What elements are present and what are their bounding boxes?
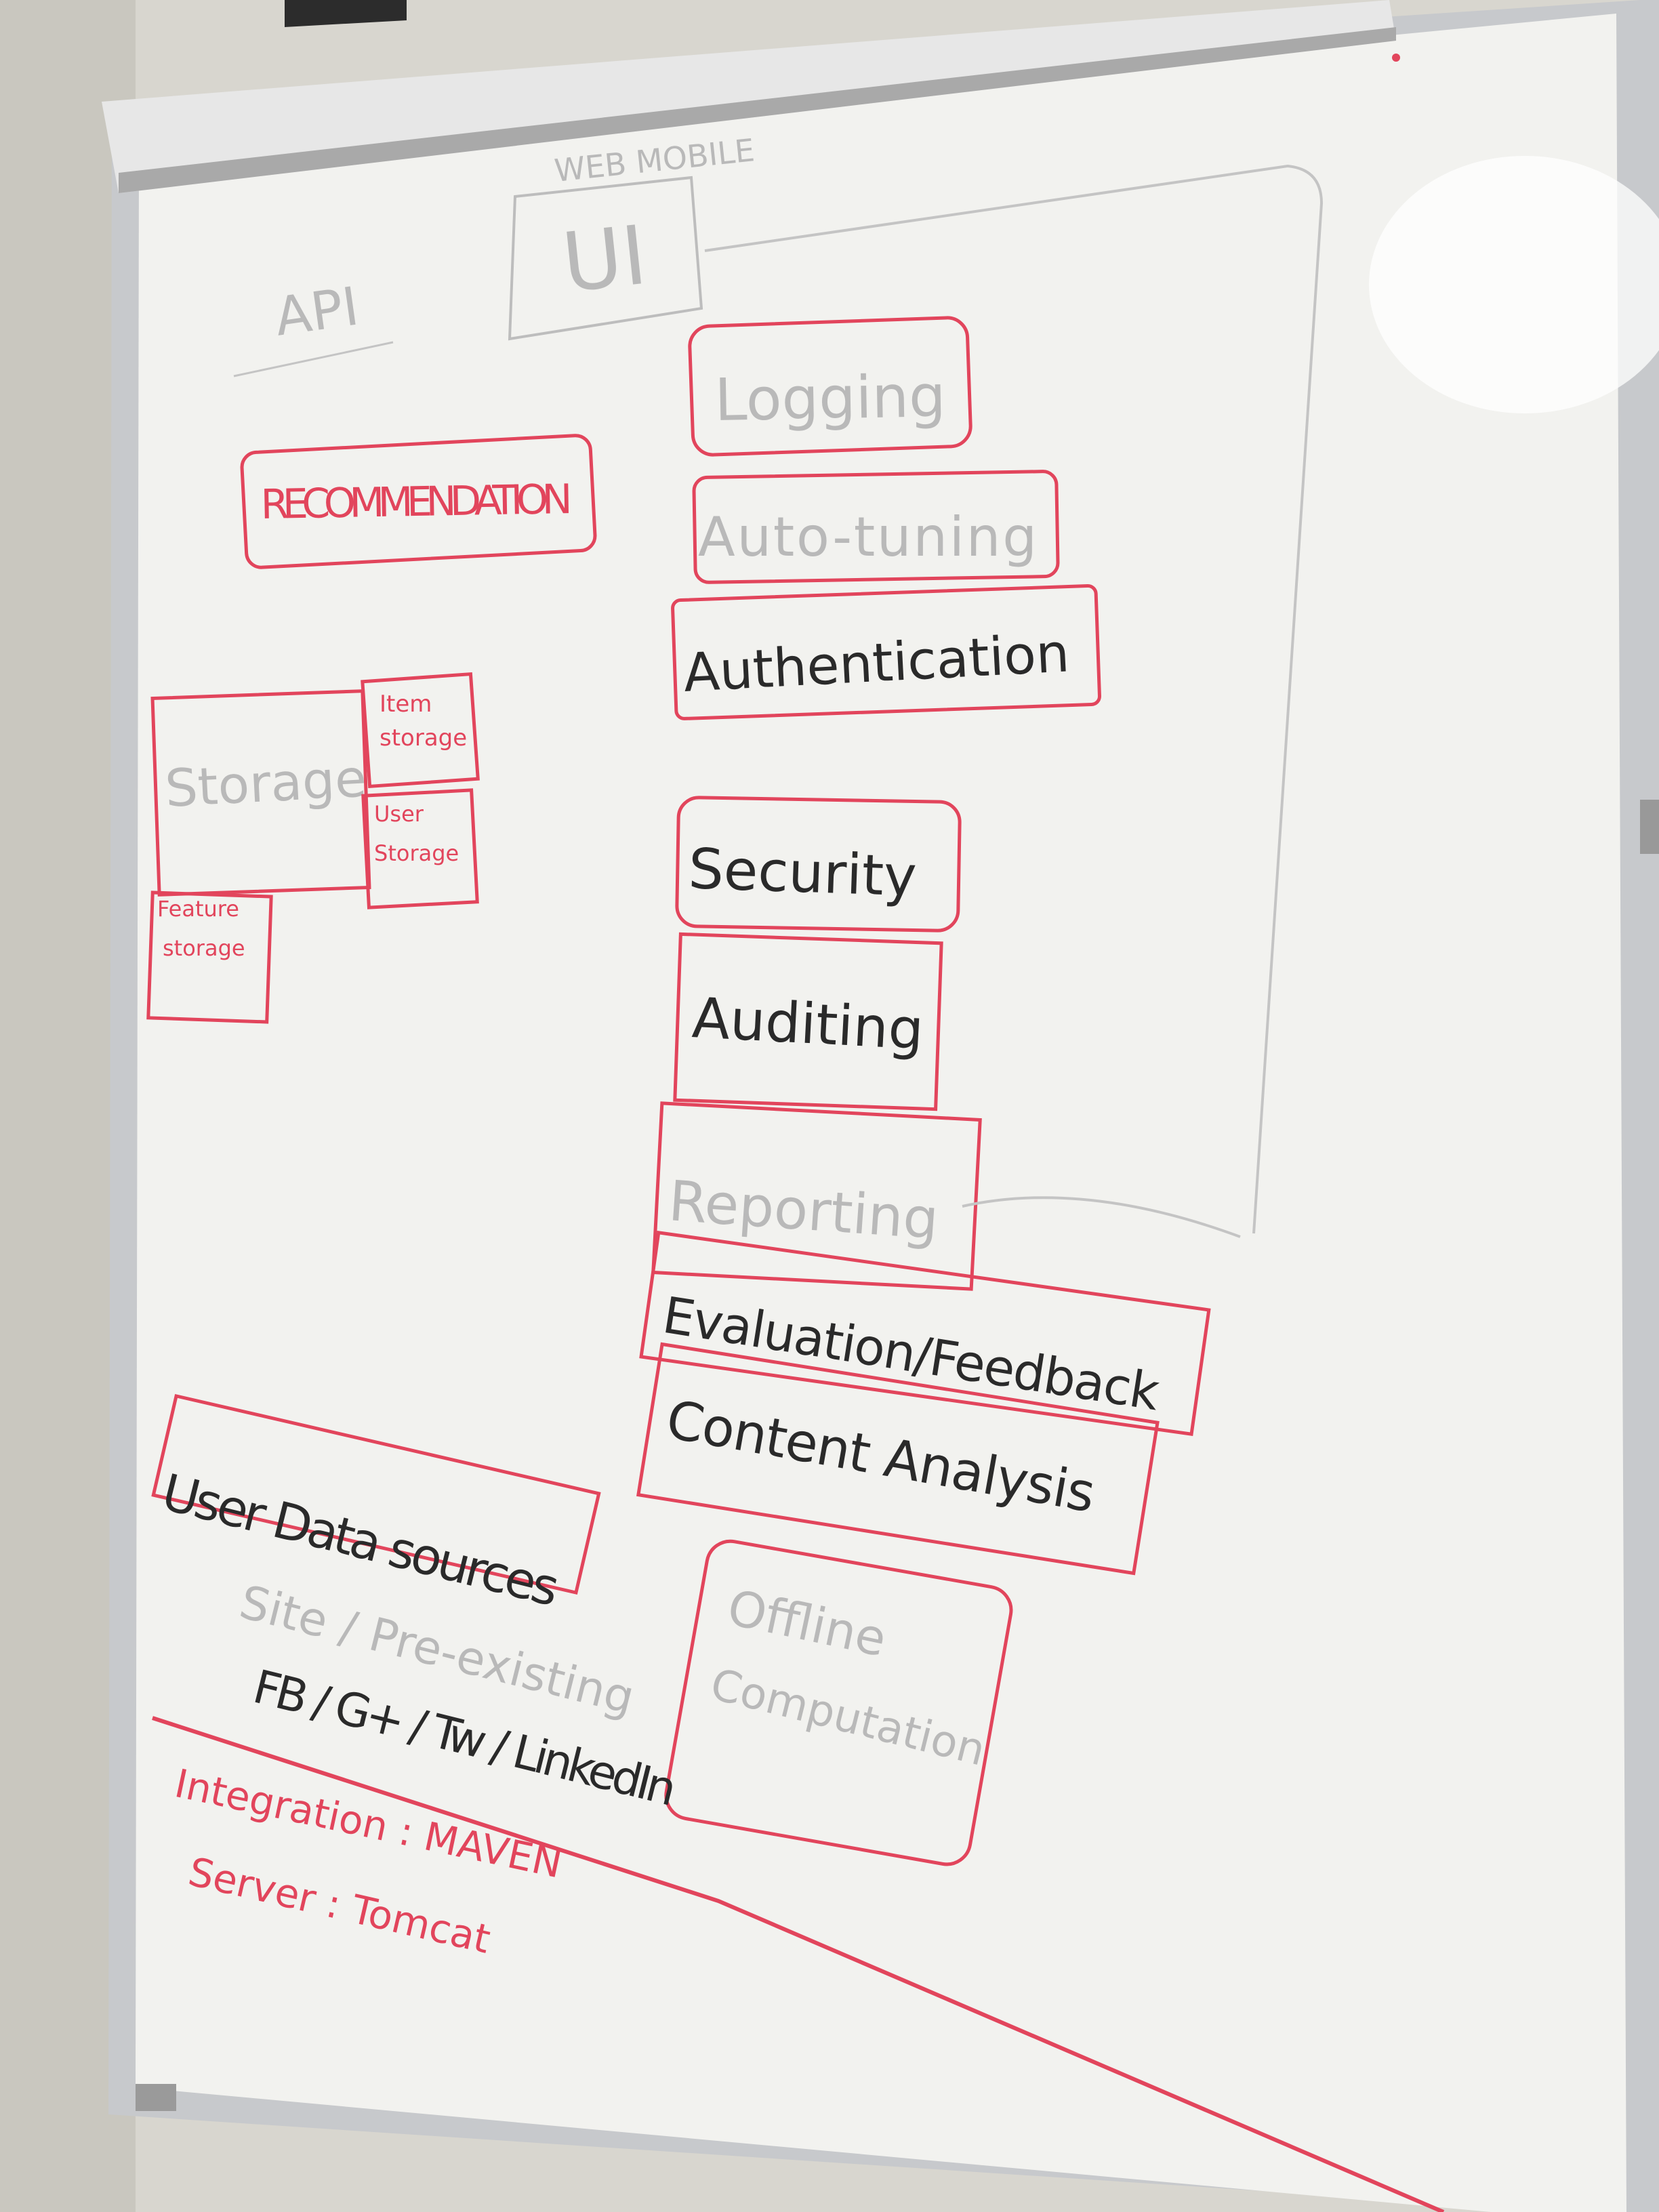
evaluation-box [639,1231,1211,1436]
item-storage-box [361,672,480,789]
feature-storage-line1: Feature [157,896,239,922]
ui-label: UI [558,209,651,311]
glare [1369,156,1659,413]
offline-computation-box [664,1539,1013,1866]
ceiling-dark [285,0,407,27]
security-box [675,796,962,933]
logging-label: Logging [714,363,947,434]
api-underline [233,341,394,377]
pad-holder-bar-shadow [119,27,1396,193]
board-surface [136,14,1626,2212]
user-storage-line2: Storage [374,840,459,866]
user-storage-line1: User [374,801,424,827]
right-edge-sticker [1640,800,1659,854]
reporting-link-line [962,1196,1241,1238]
red-dot [1392,54,1400,62]
storage-box [150,689,371,897]
authentication-box [671,584,1101,720]
bottom-divider-line [152,1716,1445,2212]
auditing-label: Auditing [691,986,925,1063]
feature-storage-line2: storage [163,935,245,961]
frame-label-sticker [136,2084,176,2111]
recommendation-label: RECOMMENDATION [260,476,573,529]
auditing-box [673,932,943,1111]
ui-outer-frame [704,164,1324,1234]
item-storage-line1: Item [380,691,432,718]
logging-box [688,316,972,457]
feature-storage-box [146,890,273,1024]
item-storage-line2: storage [380,724,467,752]
storage-label: Storage [163,748,368,819]
content-analysis-box [636,1342,1160,1576]
user-storage-box [361,788,479,909]
api-label: API [271,276,363,348]
ui-box [508,176,703,341]
user-data-sources-box [151,1393,601,1595]
auto-tuning-box [692,470,1060,584]
auto-tuning-label: Auto-tuning [698,506,1037,569]
security-label: Security [687,837,918,909]
recommendation-box [240,434,597,569]
